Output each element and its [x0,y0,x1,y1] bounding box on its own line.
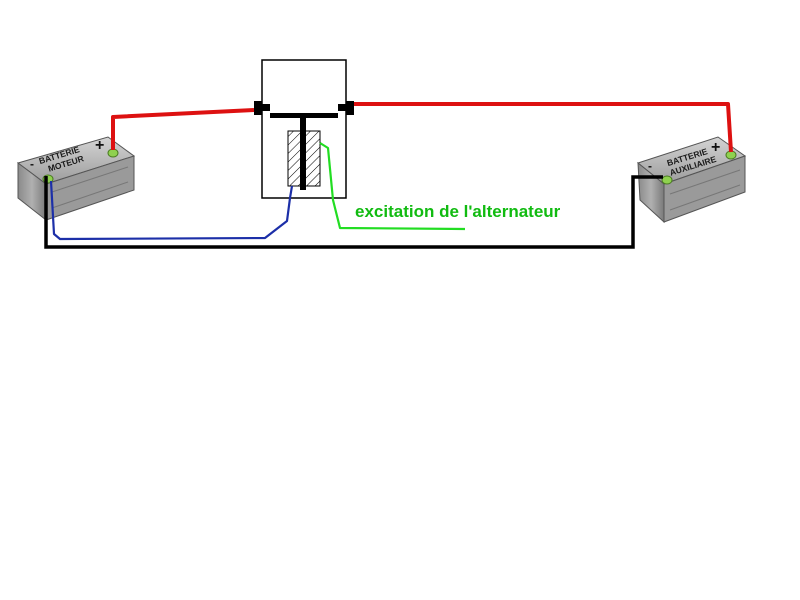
battery-moteur-plus-sign: + [95,137,104,154]
relay-terminal-right-stub [338,104,346,111]
relay [254,59,354,199]
relay-contact-bar [270,113,338,118]
battery-auxiliaire-minus-sign: - [648,159,652,173]
battery-auxiliaire-plus-sign: + [711,139,720,156]
battery-auxiliaire: BATTERIE AUXILIAIRE + - [636,136,747,224]
battery-moteur: BATTERIE MOTEUR + - [16,136,136,222]
ground-wire [44,175,663,249]
battery-auxiliaire-side [663,155,746,223]
battery-moteur-minus-sign: - [30,157,34,171]
positive-wire-auxiliaire [354,102,733,153]
battery-auxiliaire-positive-terminal [725,150,737,160]
relay-terminal-left-stub [262,104,270,111]
battery-moteur-positive-terminal [107,148,119,158]
battery-auxiliaire-negative-terminal [661,175,673,185]
excitation-annotation: excitation de l'alternateur [355,202,561,221]
relay-terminal-right [346,101,354,115]
positive-wire-moteur [111,108,255,150]
excitation-wire [319,142,466,231]
relay-plunger [300,116,306,190]
relay-terminal-left [254,101,262,115]
coil-ground-wire [49,180,294,241]
